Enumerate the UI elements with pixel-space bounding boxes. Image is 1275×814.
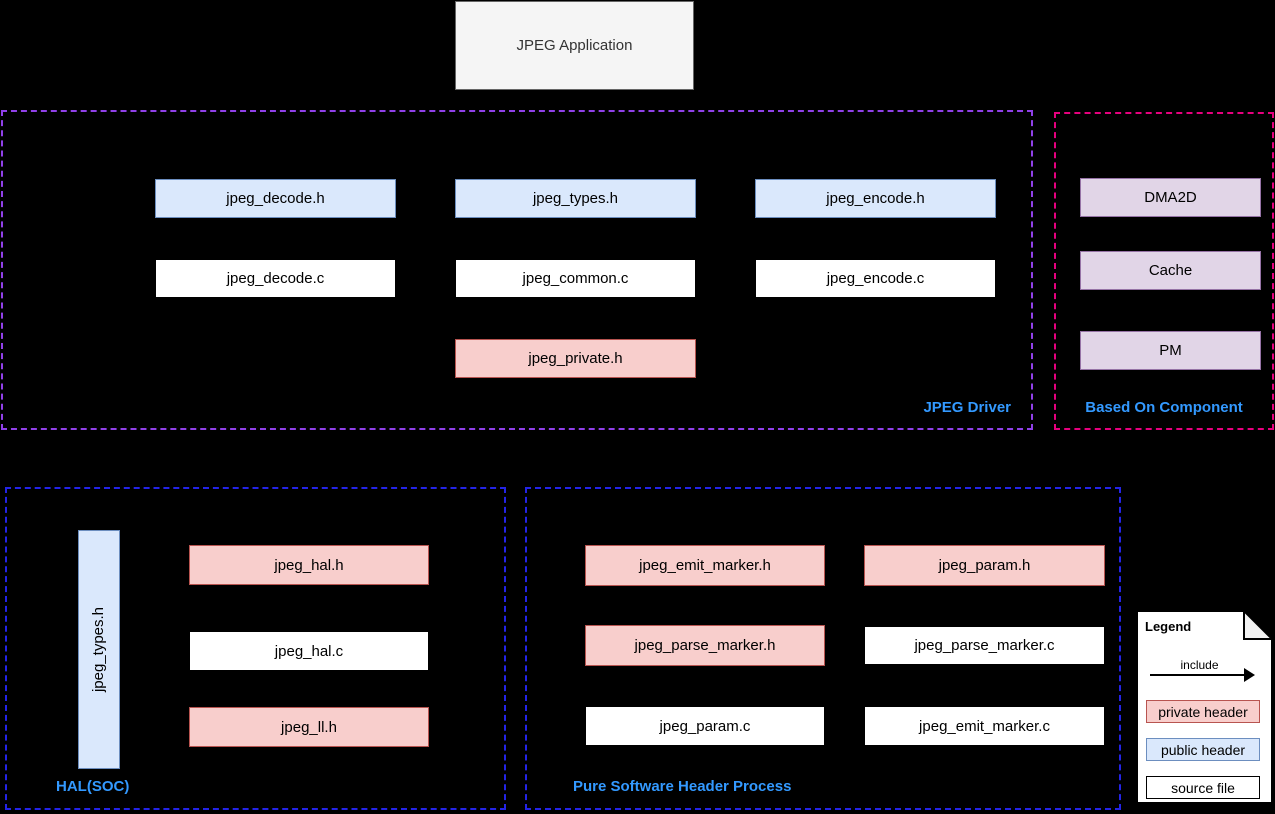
node-label: Cache bbox=[1148, 262, 1193, 279]
group-pure-software-header-process: jpeg_emit_marker.h jpeg_param.h jpeg_par… bbox=[525, 487, 1121, 810]
node-jpeg-hal-c: jpeg_hal.c bbox=[189, 631, 429, 671]
node-label: jpeg_emit_marker.c bbox=[919, 717, 1050, 735]
node-label: jpeg_types.h bbox=[532, 190, 619, 207]
node-jpeg-private-h: jpeg_private.h bbox=[455, 339, 696, 378]
node-label: jpeg_hal.h bbox=[274, 556, 344, 574]
node-label: jpeg_private.h bbox=[528, 350, 623, 367]
include-arrow-head-icon bbox=[1244, 668, 1255, 682]
node-jpeg-param-c: jpeg_param.c bbox=[585, 706, 825, 746]
legend-note-outline bbox=[1136, 610, 1273, 804]
node-label: jpeg_parse_marker.h bbox=[634, 637, 776, 654]
legend-chip-public-header: public header bbox=[1146, 738, 1260, 761]
node-label: jpeg_param.h bbox=[938, 557, 1031, 574]
group-based-on-component: DMA2D Cache PM Based On Component bbox=[1054, 112, 1274, 430]
node-label: jpeg_encode.c bbox=[826, 270, 925, 287]
node-label: jpeg_emit_marker.h bbox=[639, 557, 771, 574]
node-cache: Cache bbox=[1080, 251, 1261, 290]
legend-chip-source-file: source file bbox=[1146, 776, 1260, 799]
node-label: jpeg_parse_marker.c bbox=[914, 637, 1055, 654]
legend-title: Legend bbox=[1145, 619, 1192, 634]
node-jpeg-encode-c: jpeg_encode.c bbox=[755, 259, 996, 298]
node-jpeg-application: JPEG Application bbox=[455, 1, 694, 90]
group-jpeg-driver: jpeg_decode.h jpeg_types.h jpeg_encode.h… bbox=[1, 110, 1033, 430]
legend-chip-label: private header bbox=[1158, 703, 1248, 720]
node-jpeg-decode-c: jpeg_decode.c bbox=[155, 259, 396, 298]
node-dma2d: DMA2D bbox=[1080, 178, 1261, 217]
node-jpeg-parse-marker-c: jpeg_parse_marker.c bbox=[864, 626, 1105, 665]
node-label: jpeg_param.c bbox=[659, 717, 751, 735]
node-jpeg-encode-h: jpeg_encode.h bbox=[755, 179, 996, 218]
node-label: jpeg_hal.c bbox=[274, 642, 344, 660]
node-label: JPEG Application bbox=[516, 37, 633, 54]
node-pm: PM bbox=[1080, 331, 1261, 370]
node-jpeg-parse-marker-h: jpeg_parse_marker.h bbox=[585, 625, 825, 666]
node-label: jpeg_encode.h bbox=[826, 190, 925, 207]
node-jpeg-common-c: jpeg_common.c bbox=[455, 259, 696, 298]
node-jpeg-hal-h: jpeg_hal.h bbox=[189, 545, 429, 585]
node-jpeg-emit-marker-h: jpeg_emit_marker.h bbox=[585, 545, 825, 586]
legend-chip-label: source file bbox=[1171, 779, 1235, 796]
node-label: PM bbox=[1159, 342, 1182, 359]
group-label-hal-soc: HAL(SOC) bbox=[56, 778, 130, 795]
legend: Legend include private header public hea… bbox=[1136, 610, 1273, 804]
node-jpeg-decode-h: jpeg_decode.h bbox=[155, 179, 396, 218]
node-jpeg-types-h-vertical: jpeg_types.h bbox=[78, 530, 120, 769]
legend-include-label: include bbox=[1180, 658, 1219, 672]
node-jpeg-param-h: jpeg_param.h bbox=[864, 545, 1105, 586]
group-label-pure-software-header-process: Pure Software Header Process bbox=[573, 778, 792, 795]
group-hal-soc: jpeg_types.h jpeg_hal.h jpeg_hal.c jpeg_… bbox=[5, 487, 506, 810]
node-label: jpeg_types.h bbox=[90, 606, 108, 693]
node-jpeg-emit-marker-c: jpeg_emit_marker.c bbox=[864, 706, 1105, 746]
node-label: jpeg_common.c bbox=[522, 270, 629, 287]
include-arrow bbox=[1150, 674, 1246, 676]
node-jpeg-ll-h: jpeg_ll.h bbox=[189, 707, 429, 747]
group-label-based-on-component: Based On Component bbox=[1085, 399, 1243, 416]
node-jpeg-types-h: jpeg_types.h bbox=[455, 179, 696, 218]
group-label-jpeg-driver: JPEG Driver bbox=[923, 399, 1011, 416]
legend-chip-label: public header bbox=[1160, 741, 1246, 758]
legend-chip-private-header: private header bbox=[1146, 700, 1260, 723]
node-label: jpeg_decode.h bbox=[226, 190, 325, 207]
node-label: jpeg_decode.c bbox=[226, 270, 325, 287]
node-label: jpeg_ll.h bbox=[281, 718, 337, 736]
node-label: DMA2D bbox=[1144, 189, 1197, 206]
